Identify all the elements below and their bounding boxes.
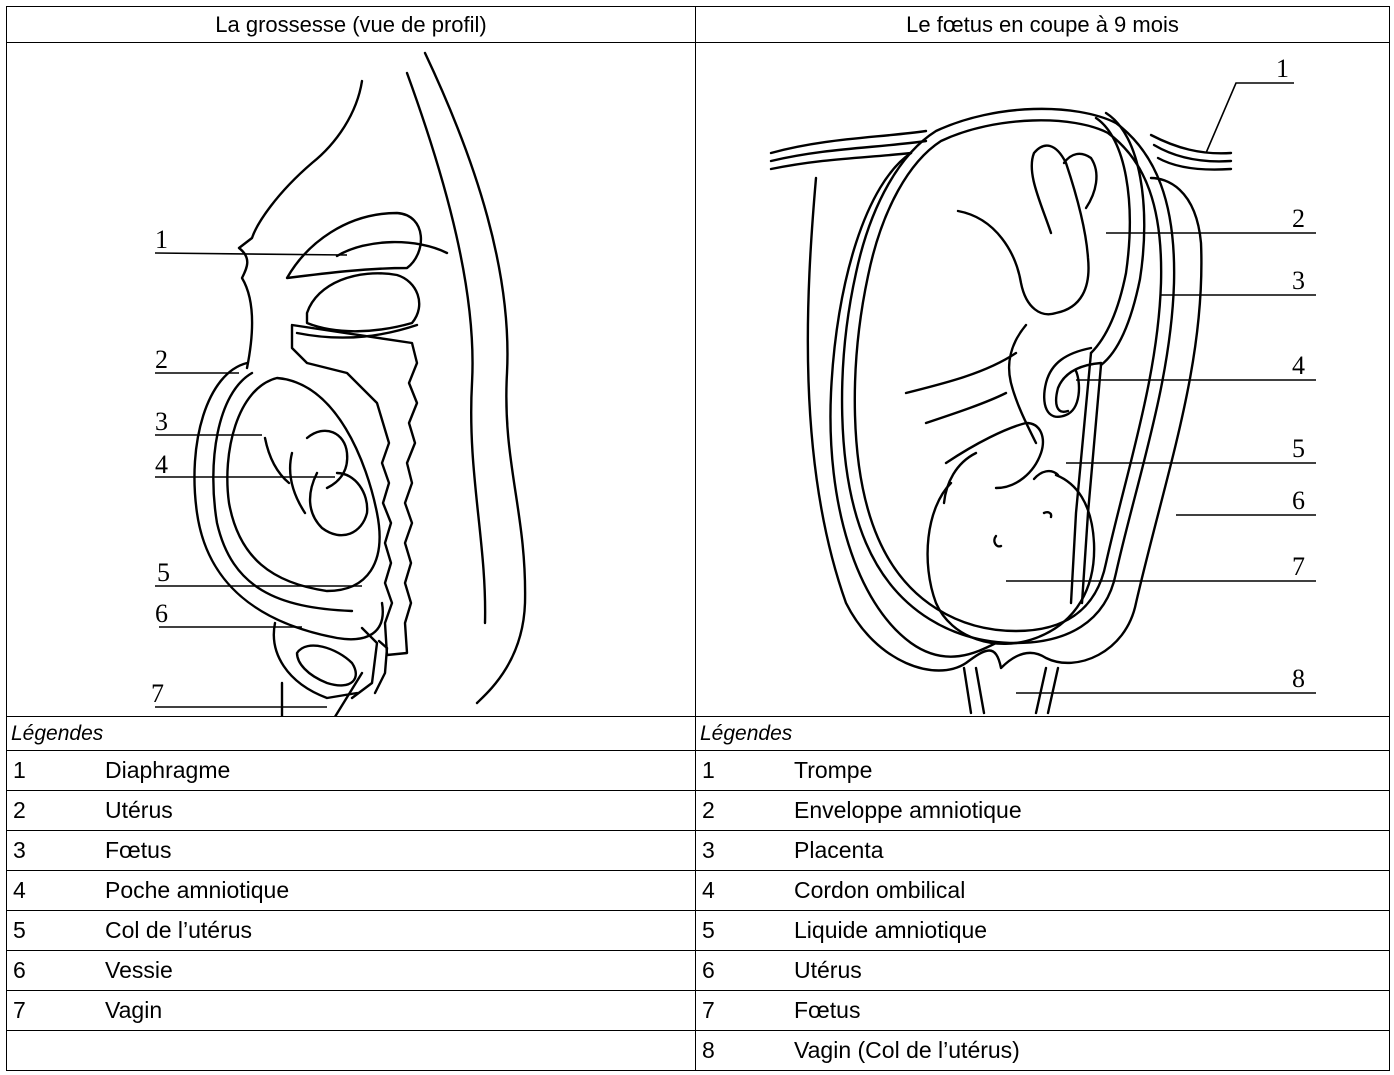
legend-label: Utérus: [105, 797, 173, 823]
legend-label: Vagin: [105, 997, 162, 1023]
right-legend-title: Légendes: [696, 717, 1390, 751]
right-diagram-cell: 1 2 3 4 5 6 7 8: [696, 43, 1390, 717]
left-callout-5: 5: [157, 558, 170, 587]
legend-number: 6: [7, 951, 105, 990]
legend-label: Fœtus: [105, 837, 171, 863]
legend-number: 5: [7, 911, 105, 950]
worksheet-table: La grossesse (vue de profil) Le fœtus en…: [6, 6, 1390, 1071]
right-callout-8: 8: [1292, 664, 1305, 693]
legend-label: Utérus: [794, 957, 862, 983]
right-callout-4: 4: [1292, 351, 1305, 380]
left-callout-7: 7: [151, 679, 164, 708]
right-callout-1: 1: [1276, 54, 1289, 83]
right-callout-5: 5: [1292, 434, 1305, 463]
right-callout-3: 3: [1292, 266, 1305, 295]
fetus-section-diagram: 1 2 3 4 5 6 7 8: [696, 43, 1390, 716]
left-callout-4: 4: [155, 450, 168, 479]
left-title: La grossesse (vue de profil): [7, 7, 696, 43]
left-diagram-cell: 1 2 3 4 5 6 7: [7, 43, 696, 717]
left-callout-6: 6: [155, 599, 168, 628]
legend-label: Liquide amniotique: [794, 917, 987, 943]
right-callout-2: 2: [1292, 204, 1305, 233]
left-legend-empty-row: [7, 1031, 696, 1071]
legend-number: 1: [7, 751, 105, 790]
legend-number: 1: [696, 751, 794, 790]
legend-number: 6: [696, 951, 794, 990]
legend-label: Placenta: [794, 837, 884, 863]
legend-label: Diaphragme: [105, 757, 230, 783]
pregnancy-profile-diagram: 1 2 3 4 5 6 7: [7, 43, 696, 716]
left-callout-3: 3: [155, 407, 168, 436]
legend-number: 4: [696, 871, 794, 910]
left-callout-2: 2: [155, 345, 168, 374]
legend-number: 5: [696, 911, 794, 950]
right-title: Le fœtus en coupe à 9 mois: [696, 7, 1390, 43]
legend-number: 2: [696, 791, 794, 830]
legend-number: 2: [7, 791, 105, 830]
legend-number: 3: [696, 831, 794, 870]
legend-number: 8: [696, 1031, 794, 1070]
legend-number: 3: [7, 831, 105, 870]
legend-label: Trompe: [794, 757, 872, 783]
legend-number: 7: [696, 991, 794, 1030]
legend-label: Col de l’utérus: [105, 917, 252, 943]
legend-number: 7: [7, 991, 105, 1030]
legend-label: Cordon ombilical: [794, 877, 965, 903]
legend-label: Fœtus: [794, 997, 860, 1023]
left-legend-title: Légendes: [7, 717, 696, 751]
right-callout-6: 6: [1292, 486, 1305, 515]
legend-number: 4: [7, 871, 105, 910]
right-callout-7: 7: [1292, 552, 1305, 581]
left-callout-1: 1: [155, 225, 168, 254]
legend-label: Vagin (Col de l’utérus): [794, 1037, 1020, 1063]
legend-label: Vessie: [105, 957, 173, 983]
legend-label: Enveloppe amniotique: [794, 797, 1022, 823]
legend-label: Poche amniotique: [105, 877, 289, 903]
